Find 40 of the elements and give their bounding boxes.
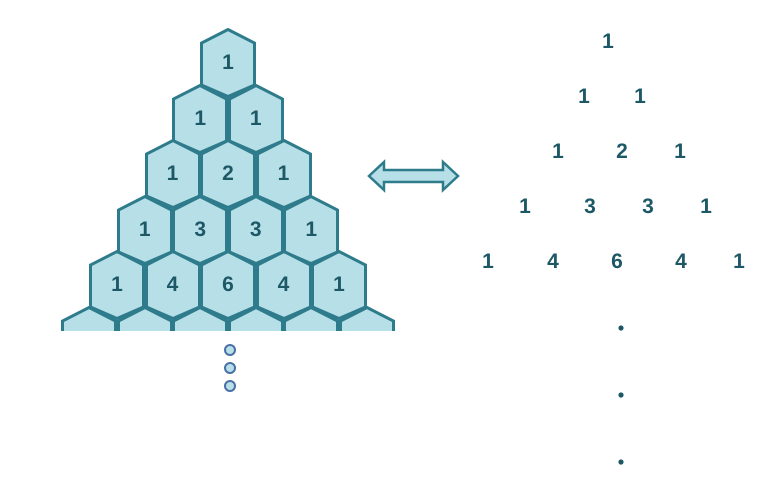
number: 1	[250, 106, 262, 130]
number: 1	[166, 162, 178, 186]
number: 1	[194, 106, 206, 130]
hexagon-cell	[228, 194, 284, 264]
number: 1	[111, 273, 123, 297]
hexagon-cell	[200, 28, 256, 98]
number: 2	[616, 140, 628, 164]
number: 4	[547, 250, 559, 274]
number: 2	[222, 162, 234, 186]
hexagon-cell	[200, 139, 256, 209]
hexagon-cell	[144, 139, 200, 209]
number: 1	[674, 140, 686, 164]
hexagon-cell	[256, 139, 312, 209]
number: 1	[700, 195, 712, 219]
number: 1	[602, 30, 614, 54]
hexagon-cell	[172, 84, 228, 154]
number: 1	[333, 273, 345, 297]
number: 1	[733, 250, 745, 274]
number: 1	[138, 218, 151, 242]
number: 1	[278, 162, 290, 186]
number: 6	[611, 250, 623, 274]
number: 4	[166, 273, 178, 297]
hexagon-cell	[228, 84, 284, 154]
number: 1	[305, 218, 318, 242]
number: 1	[222, 51, 234, 75]
hexagon-cell	[283, 194, 340, 264]
number: 6	[222, 273, 234, 297]
number: 4	[278, 273, 290, 297]
hexagon-cell	[172, 194, 228, 264]
number: 3	[642, 195, 654, 219]
hexagon-cell	[116, 194, 173, 264]
number: 4	[675, 250, 687, 274]
number: 1	[519, 195, 531, 219]
number: 1	[552, 140, 564, 164]
number: 1	[482, 250, 494, 274]
number: 1	[634, 85, 646, 109]
number: 3	[584, 195, 596, 219]
number: 1	[578, 85, 590, 109]
number: 3	[194, 218, 206, 242]
number: 3	[250, 218, 262, 242]
